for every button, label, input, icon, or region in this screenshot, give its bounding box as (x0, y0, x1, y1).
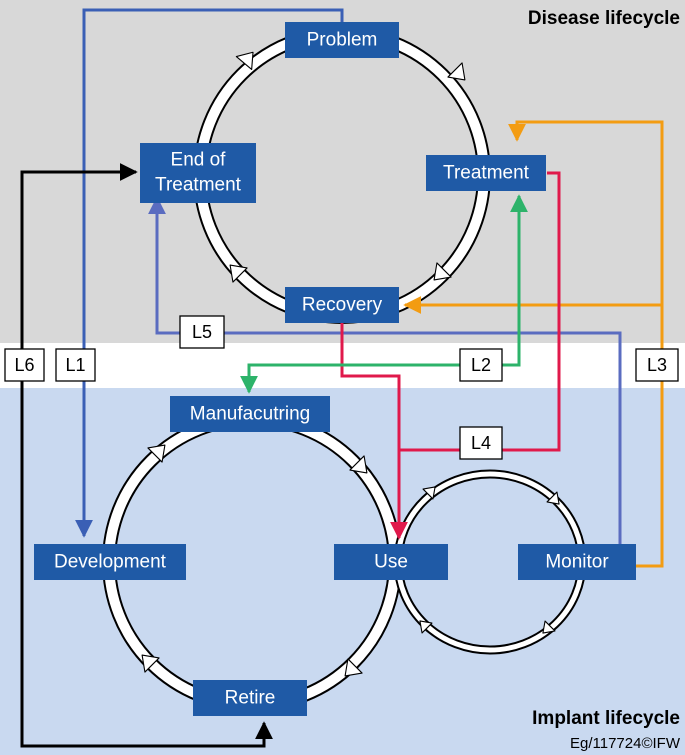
svg-text:L5: L5 (192, 322, 212, 342)
figure-code: Eg/117724©IFW (570, 735, 681, 752)
svg-text:L2: L2 (471, 355, 491, 375)
ring-arrow-icon (147, 444, 166, 463)
node-recovery-label: Recovery (302, 295, 383, 316)
node-end-of-treatment-label-line2: Treatment (155, 175, 242, 196)
node-monitor[interactable]: Monitor (518, 544, 636, 580)
ring-arrow-icon (422, 486, 436, 500)
ring-arrow-icon (141, 654, 160, 673)
node-problem-label: Problem (307, 30, 378, 51)
node-manufacturing[interactable]: Manufacutring (170, 396, 330, 432)
ring-arrow-icon (344, 658, 363, 677)
node-recovery[interactable]: Recovery (285, 287, 399, 323)
disease-lifecycle-title: Disease lifecycle (528, 8, 680, 29)
tag-l4: L4 (459, 426, 503, 460)
link-l3-line (508, 120, 664, 568)
node-use[interactable]: Use (334, 544, 448, 580)
link-l5-line (148, 196, 622, 546)
node-development-label: Development (54, 552, 167, 573)
node-end-of-treatment-label-line1: End of (171, 150, 227, 171)
node-manufacturing-label: Manufacutring (190, 404, 310, 425)
node-treatment[interactable]: Treatment (426, 155, 546, 191)
disease-ring-arrows (229, 51, 466, 283)
tag-l1: L1 (55, 348, 96, 382)
use-monitor-ring-arrows (419, 486, 560, 634)
tag-l6: L6 (4, 348, 45, 382)
ring-arrow-icon (235, 51, 254, 70)
node-use-label: Use (374, 552, 408, 573)
tag-l3: L3 (635, 348, 679, 382)
ring-arrow-icon (546, 491, 560, 505)
svg-text:L6: L6 (14, 355, 34, 375)
ring-arrow-icon (542, 620, 556, 634)
ring-arrow-icon (433, 262, 452, 281)
node-problem[interactable]: Problem (285, 22, 399, 58)
ring-arrow-icon (229, 264, 248, 283)
link-l1-line (75, 8, 344, 538)
ring-arrow-icon (419, 620, 433, 634)
tag-l5: L5 (179, 315, 225, 349)
node-retire-label: Retire (225, 688, 276, 709)
link-l4-recovery-line (340, 322, 408, 540)
ring-arrow-icon (447, 62, 466, 81)
node-development[interactable]: Development (34, 544, 186, 580)
node-monitor-label: Monitor (545, 552, 609, 573)
ring-arrow-icon (349, 455, 368, 474)
svg-text:L3: L3 (647, 355, 667, 375)
implant-lifecycle-title: Implant lifecycle (532, 708, 680, 729)
node-end-of-treatment[interactable]: End of Treatment (140, 143, 256, 203)
tag-l2: L2 (459, 348, 503, 382)
node-treatment-label: Treatment (443, 163, 530, 184)
svg-text:L4: L4 (471, 433, 491, 453)
implant-ring-arrows (141, 444, 368, 677)
node-retire[interactable]: Retire (193, 680, 307, 716)
svg-text:L1: L1 (65, 355, 85, 375)
